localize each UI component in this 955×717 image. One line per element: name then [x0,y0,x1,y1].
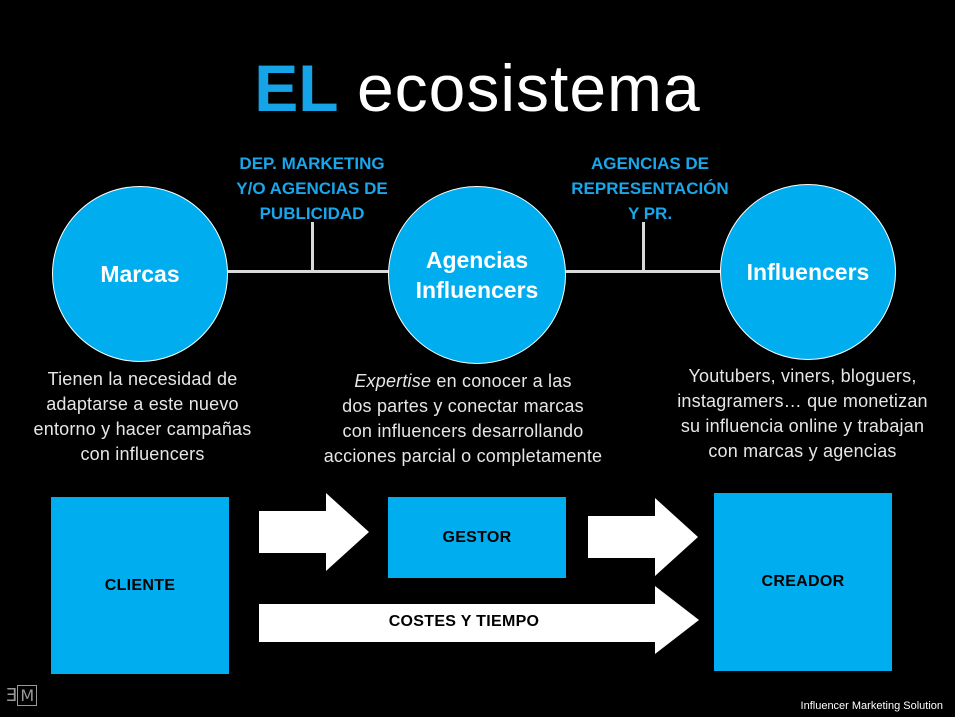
connector-line-left [225,270,395,273]
node-agencias-influencers: Agencias Influencers [388,186,566,364]
box-creador-label: CREADOR [761,573,845,590]
connector-label-representacion: AGENCIAS DE REPRESENTACIÓN Y PR. [571,154,729,223]
footer-text: Influencer Marketing Solution [800,700,943,712]
logo-right: M [17,685,38,706]
logo-left: Ǝ [6,685,18,706]
arrow-right-icon [259,493,369,571]
description-agencias: Expertise en conocer a las dos partes y … [298,369,628,469]
box-cliente-label: CLIENTE [104,576,176,594]
box-gestor: GESTOR [388,497,566,578]
box-gestor-label: GESTOR [442,528,512,546]
node-marcas-label: Marcas [100,260,180,287]
description-agencias-italic: Expertise [354,371,432,391]
arrow-costes-tiempo [259,586,699,654]
node-influencers: Influencers [720,184,896,360]
description-influencers: Youtubers, viners, bloguers, instagramer… [677,366,928,461]
title-light: ecosistema [356,51,701,125]
arrow-right-icon [588,498,698,576]
connector-tick-right [642,222,645,272]
arrow-costes-label: COSTES Y TIEMPO [388,613,540,630]
node-influencers-label: Influencers [746,258,870,285]
connector-line-right [563,270,728,273]
description-agencias-text: en conocer a las dos partes y conectar m… [323,371,603,466]
box-cliente: CLIENTE [51,497,229,674]
arrow-gestor-creador [588,498,698,576]
node-agencias-label: Agencias Influencers [415,247,539,303]
box-creador: CREADOR [714,493,892,671]
title-strong: EL [254,51,339,125]
page-title: EL ecosistema [0,50,955,126]
arrow-cliente-gestor [259,493,369,571]
arrow-right-long-icon [259,586,699,654]
node-marcas: Marcas [52,186,228,362]
connector-tick-left [311,222,314,272]
description-marcas: Tienen la necesidad de adaptarse a este … [33,369,252,464]
connector-label-marketing: DEP. MARKETING Y/O AGENCIAS DE PUBLICIDA… [236,154,388,223]
